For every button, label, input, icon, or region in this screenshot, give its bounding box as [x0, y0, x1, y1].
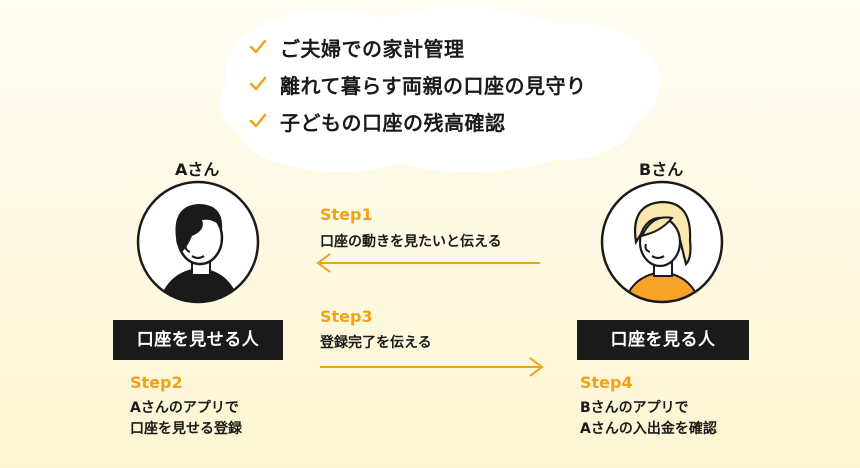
step4-title: Step4 — [580, 373, 633, 392]
arrow-right-icon — [320, 357, 544, 377]
person-b-role-label: 口座を見る人 — [577, 320, 749, 360]
arrow-left-icon — [316, 253, 540, 273]
use-case-item: 離れて暮らす両親の口座の見守り — [248, 71, 587, 98]
use-case-item: 子どもの口座の残高確認 — [248, 108, 587, 135]
person-a-avatar-icon — [136, 180, 260, 304]
step4-desc-line: Bさんのアプリで — [580, 400, 689, 416]
person-a-role-label: 口座を見せる人 — [113, 320, 283, 360]
person-b-name: Bさん — [639, 160, 684, 179]
use-case-list: ご夫婦での家計管理 離れて暮らす両親の口座の見守り 子どもの口座の残高確認 — [248, 34, 587, 145]
step1-desc: 口座の動きを見たいと伝える — [320, 234, 502, 250]
use-case-label: 離れて暮らす両親の口座の見守り — [280, 73, 587, 98]
step1-title: Step1 — [320, 205, 373, 224]
use-case-label: ご夫婦での家計管理 — [280, 36, 465, 61]
step2-title: Step2 — [130, 373, 183, 392]
step4-desc-line: Aさんの入出金を確認 — [580, 421, 717, 437]
speech-cloud — [220, 8, 660, 172]
step2-desc-line: Aさんのアプリで — [130, 400, 239, 416]
check-icon — [249, 113, 267, 128]
person-b-avatar-icon — [600, 180, 724, 304]
step3-desc: 登録完了を伝える — [320, 335, 432, 351]
check-icon — [249, 39, 267, 54]
person-a-name: Aさん — [175, 160, 220, 179]
step2-desc: Aさんのアプリで 口座を見せる登録 — [130, 398, 242, 440]
step4-desc: Bさんのアプリで Aさんの入出金を確認 — [580, 398, 717, 440]
check-icon — [249, 76, 267, 91]
step3-title: Step3 — [320, 307, 373, 326]
step2-desc-line: 口座を見せる登録 — [130, 421, 242, 437]
use-case-label: 子どもの口座の残高確認 — [280, 110, 506, 135]
use-case-item: ご夫婦での家計管理 — [248, 34, 587, 61]
